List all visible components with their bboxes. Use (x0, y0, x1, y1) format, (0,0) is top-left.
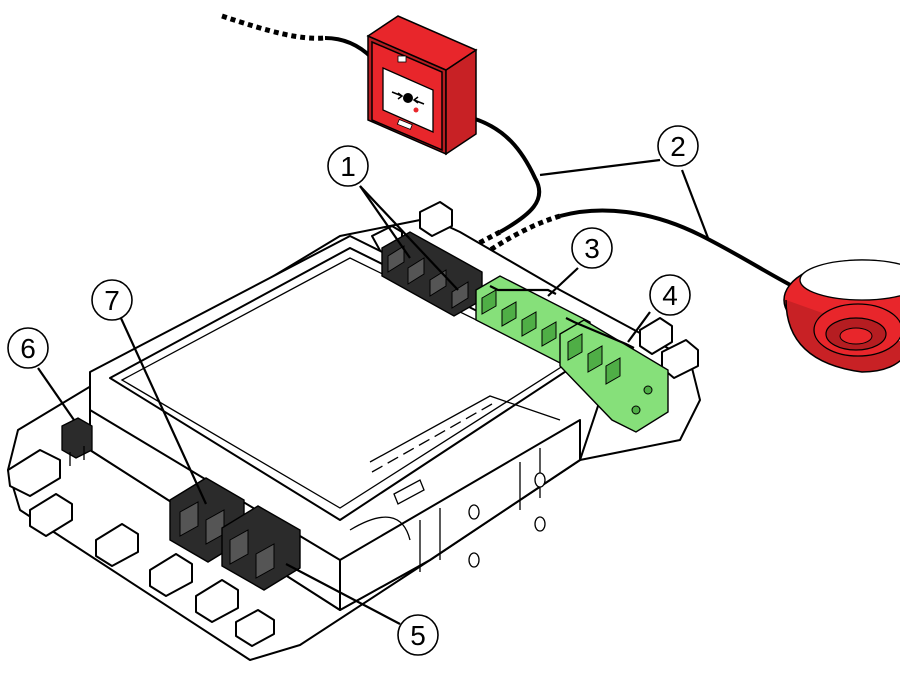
leader-lines (37, 158, 710, 625)
cable-to-call-point (471, 116, 542, 234)
cable-incoming-dashed (221, 13, 326, 41)
cable-to-sounder (559, 208, 801, 292)
callout-1: 1 (327, 145, 369, 187)
callout-6: 6 (7, 327, 49, 369)
callout-2: 2 (657, 125, 699, 167)
svg-text:4: 4 (662, 280, 678, 311)
callout-5: 5 (397, 614, 439, 656)
svg-text:1: 1 (340, 151, 356, 182)
svg-text:5: 5 (410, 620, 426, 651)
manual-call-point-icon (366, 15, 478, 156)
callout-7: 7 (91, 279, 133, 321)
callout-3: 3 (571, 227, 613, 269)
svg-text:3: 3 (584, 233, 600, 264)
callout-4: 4 (649, 274, 691, 316)
svg-text:2: 2 (670, 131, 686, 162)
jumper-6 (61, 417, 93, 466)
terminal-block-5 (221, 505, 301, 591)
cable-incoming (324, 36, 374, 60)
svg-text:7: 7 (104, 285, 120, 316)
terminal-block-4 (559, 319, 669, 433)
sounder-icon (783, 259, 900, 373)
svg-text:6: 6 (20, 333, 36, 364)
cable-to-call-point-dashed (460, 229, 502, 255)
cables (221, 13, 801, 292)
